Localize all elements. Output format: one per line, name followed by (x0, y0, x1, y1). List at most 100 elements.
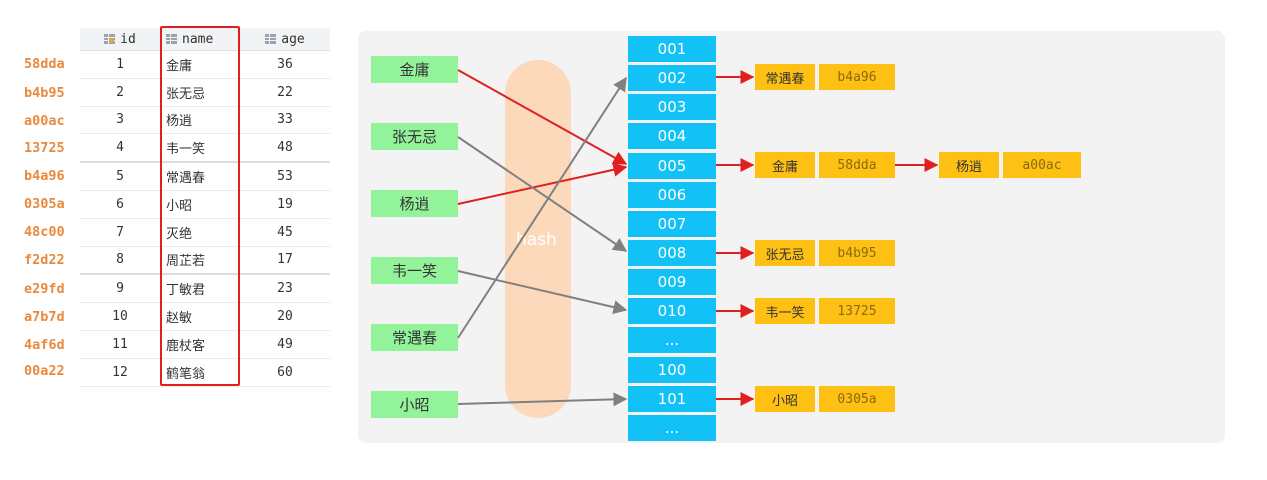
bucket-cell: ... (628, 327, 716, 353)
cell-id: 8 (80, 246, 160, 276)
bucket-cell: 002 (628, 65, 716, 91)
chain-node-name: 常遇春 (755, 64, 815, 90)
chain-node-hash: b4a96 (819, 64, 895, 90)
row-hash-label: b4a96 (24, 168, 65, 184)
column-header-name[interactable]: name (160, 28, 240, 51)
key-box: 常遇春 (371, 324, 458, 351)
chain-node-hash: 13725 (819, 298, 895, 324)
row-hash-label: 58dda (24, 56, 65, 72)
cell-name: 张无忌 (160, 78, 240, 107)
cell-age: 53 (240, 162, 330, 191)
cell-age: 20 (240, 302, 330, 331)
cell-name: 赵敏 (160, 302, 240, 331)
column-header-id[interactable]: id (80, 28, 160, 51)
row-hash-label: 13725 (24, 140, 65, 156)
cell-name: 灭绝 (160, 218, 240, 247)
cell-age: 49 (240, 330, 330, 359)
bucket-cell: 007 (628, 211, 716, 237)
cell-age: 60 (240, 358, 330, 387)
row-hash-label: a7b7d (24, 309, 65, 325)
cell-id: 1 (80, 50, 160, 79)
bucket-cell: 006 (628, 182, 716, 208)
hash-arrow (457, 392, 628, 407)
chain-node-name: 小昭 (755, 386, 815, 412)
cell-id: 9 (80, 274, 160, 304)
bucket-cell: 001 (628, 36, 716, 62)
cell-id: 7 (80, 218, 160, 247)
cell-age: 33 (240, 106, 330, 135)
cell-name: 鹿杖客 (160, 330, 240, 359)
row-hash-label: 0305a (24, 196, 65, 212)
bucket-cell: 004 (628, 123, 716, 149)
bucket-cell: 003 (628, 94, 716, 120)
hash-arrow (457, 136, 628, 252)
hash-function-band (505, 60, 571, 418)
row-hash-label: 00a22 (24, 363, 65, 379)
cell-age: 22 (240, 78, 330, 107)
chain-node-name: 杨逍 (939, 152, 999, 178)
bucket-cell: 008 (628, 240, 716, 266)
chain-node-name: 金庸 (755, 152, 815, 178)
hash-arrow (457, 76, 627, 339)
cell-age: 48 (240, 133, 330, 164)
column-icon (265, 33, 277, 44)
row-hash-label: f2d22 (24, 252, 65, 268)
name-column-highlight (160, 26, 240, 386)
cell-name: 丁敏君 (160, 274, 240, 304)
cell-id: 3 (80, 106, 160, 135)
hash-arrow-collision (457, 162, 628, 205)
hash-arrow (457, 270, 628, 314)
column-header-age[interactable]: age (240, 28, 330, 51)
cell-id: 12 (80, 358, 160, 387)
row-hash-label: e29fd (24, 281, 65, 297)
chain-node-hash: a00ac (1003, 152, 1081, 178)
cell-name: 小昭 (160, 190, 240, 219)
row-hash-label: a00ac (24, 113, 65, 129)
cell-age: 17 (240, 246, 330, 276)
key-box: 张无忌 (371, 123, 458, 150)
row-hash-label: b4b95 (24, 85, 65, 101)
chain-node-name: 张无忌 (755, 240, 815, 266)
cell-id: 2 (80, 78, 160, 107)
cell-id: 6 (80, 190, 160, 219)
cell-name: 韦一笑 (160, 133, 240, 164)
bucket-cell: 005 (628, 153, 716, 179)
key-box: 小昭 (371, 391, 458, 418)
column-icon (166, 33, 177, 44)
cell-id: 10 (80, 302, 160, 331)
row-hash-label: 4af6d (24, 337, 65, 353)
hash-arrow-collision (457, 69, 628, 165)
bucket-cell: 101 (628, 386, 716, 412)
bucket-cell: 009 (628, 269, 716, 295)
cell-name: 周芷若 (160, 246, 240, 276)
bucket-cell: 010 (628, 298, 716, 324)
bucket-cell: 100 (628, 357, 716, 383)
chain-node-hash: b4b95 (819, 240, 895, 266)
primary-key-column-icon (104, 33, 116, 44)
cell-age: 23 (240, 274, 330, 304)
cell-age: 19 (240, 190, 330, 219)
hash-function-label: hash (516, 230, 557, 250)
chain-node-hash: 58dda (819, 152, 895, 178)
bucket-cell: ... (628, 415, 716, 441)
cell-name: 杨逍 (160, 106, 240, 135)
cell-age: 45 (240, 218, 330, 247)
hash-diagram-panel (358, 31, 1225, 443)
chain-node-hash: 0305a (819, 386, 895, 412)
cell-name: 常遇春 (160, 162, 240, 191)
table-header-row: id name age (80, 28, 330, 51)
